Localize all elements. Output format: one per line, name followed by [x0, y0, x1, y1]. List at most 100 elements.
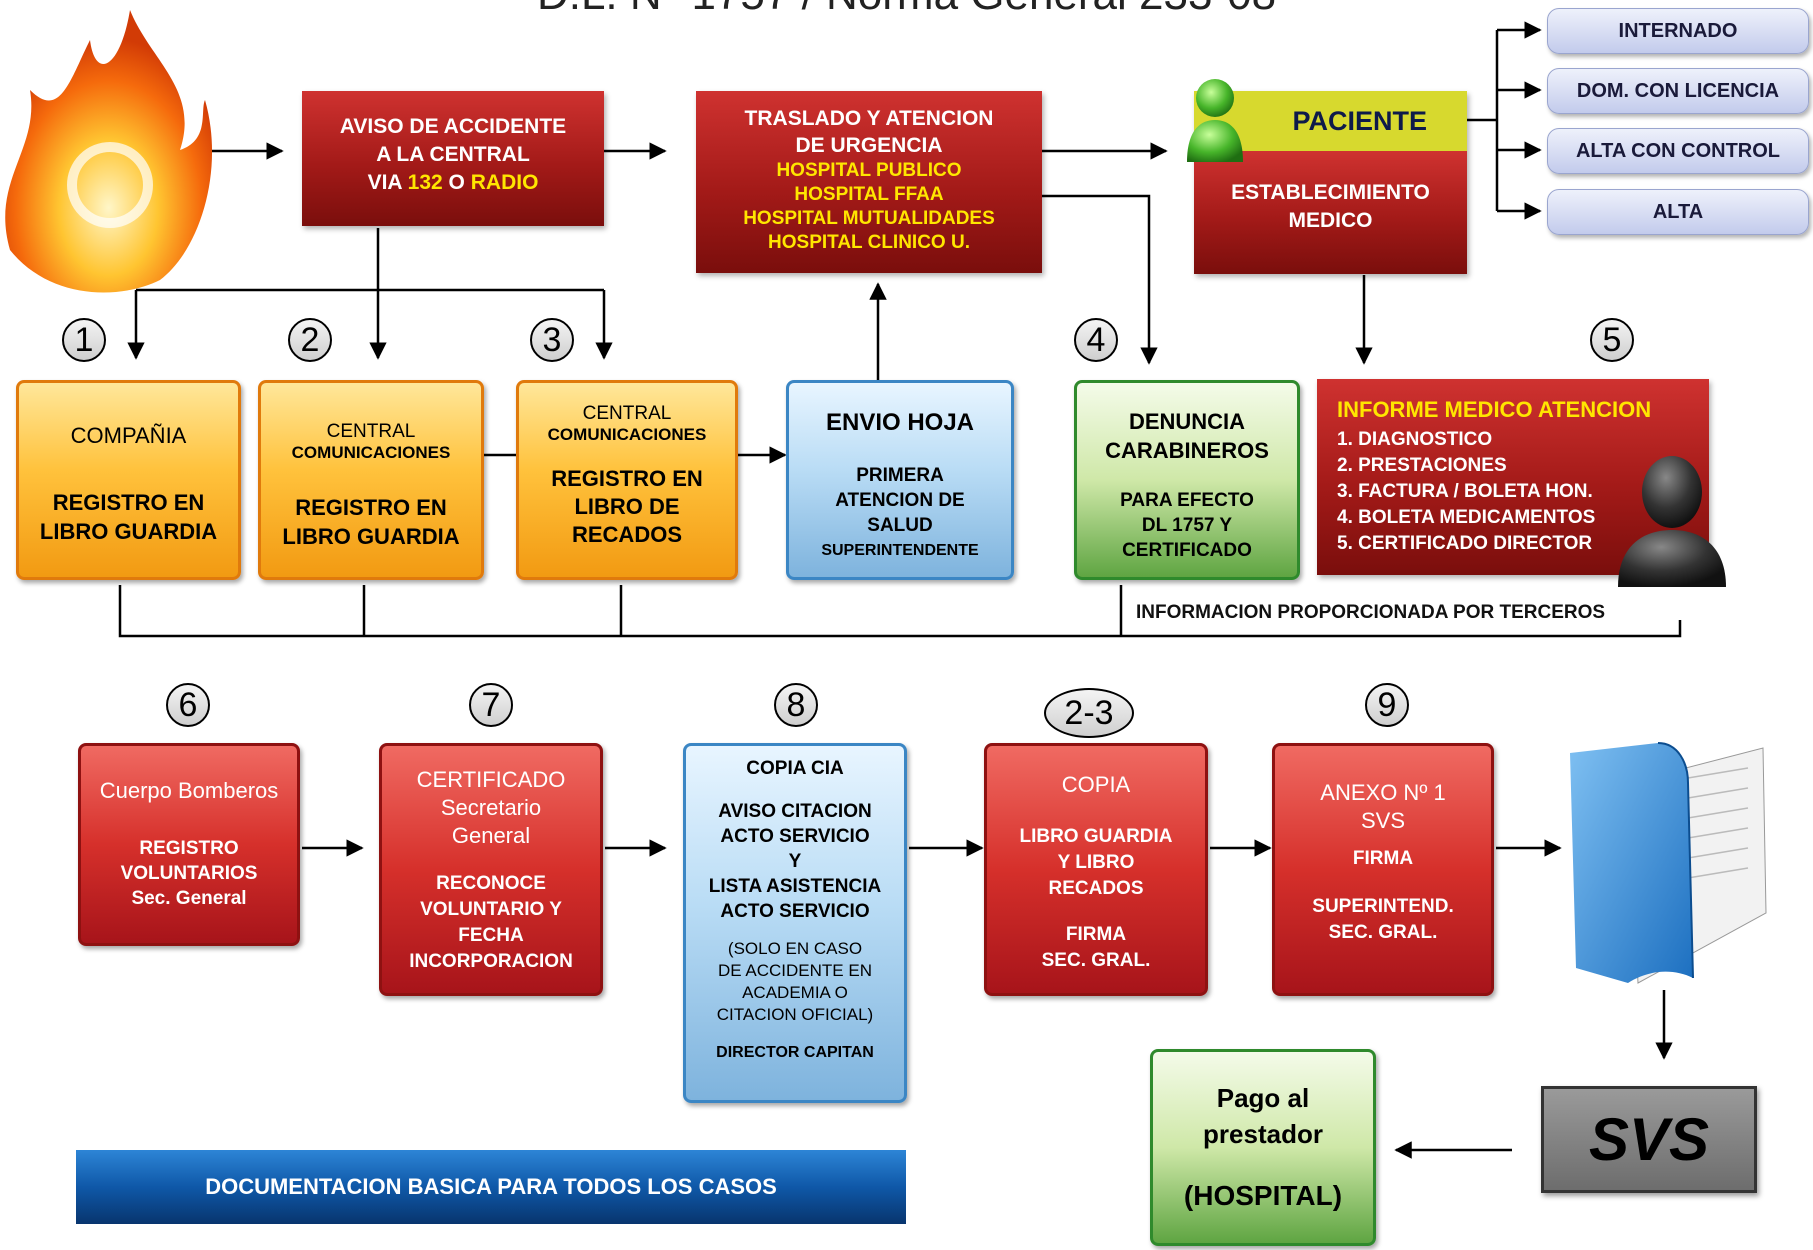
informe-item-4: 4. BOLETA MEDICAMENTOS: [1337, 507, 1596, 528]
book-icon: [1568, 738, 1778, 993]
page-title: D.L. N° 1757 / Norma General 233-08: [0, 0, 1813, 20]
central2-body-1: REGISTRO EN: [551, 466, 703, 491]
central-comunicaciones-2-box: CENTRAL COMUNICACIONES REGISTRO EN LIBRO…: [516, 380, 738, 580]
central1-body-1: REGISTRO EN: [295, 495, 447, 520]
documentacion-basica-banner: DOCUMENTACION BASICA PARA TODOS LOS CASO…: [76, 1150, 906, 1224]
hospital-ffaa: HOSPITAL FFAA: [794, 184, 944, 205]
denuncia-body-1: PARA EFECTO: [1120, 490, 1254, 511]
outcome-alta-control: ALTA CON CONTROL: [1547, 128, 1809, 174]
copiacia-note-2: DE ACCIDENTE EN: [718, 961, 872, 980]
copiacia-director: DIRECTOR CAPITAN: [716, 1044, 874, 1061]
certificado-head-2: Secretario: [440, 795, 542, 820]
traslado-line-2: DE URGENCIA: [795, 134, 943, 157]
step-number-7: 7: [469, 683, 513, 727]
copia-body-1: LIBRO GUARDIA: [1019, 826, 1173, 847]
denuncia-carabineros-box: DENUNCIA CARABINEROS PARA EFECTO DL 1757…: [1074, 380, 1300, 580]
anexo-head-1: ANEXO Nº 1: [1320, 780, 1446, 805]
doctor-silhouette-icon: [1614, 452, 1730, 587]
step-number-8: 8: [774, 683, 818, 727]
copia-sec-gral: SEC. GRAL.: [1041, 950, 1151, 971]
central1-body-2: LIBRO GUARDIA: [282, 524, 460, 549]
copia-body-3: RECADOS: [1048, 878, 1144, 899]
outcome-dom-licencia: DOM. CON LICENCIA: [1547, 68, 1809, 114]
aviso-via: VIA: [367, 171, 402, 194]
outcome-alta: ALTA: [1547, 189, 1809, 235]
aviso-accidente-box: AVISO DE ACCIDENTE A LA CENTRAL VIA 132 …: [302, 91, 604, 226]
informe-item-3: 3. FACTURA / BOLETA HON.: [1337, 481, 1593, 502]
certificado-box: CERTIFICADO Secretario General RECONOCE …: [379, 743, 603, 996]
envio-hoja-box: ENVIO HOJA PRIMERA ATENCION DE SALUD SUP…: [786, 380, 1014, 580]
copiacia-line-3: ACTO SERVICIO: [720, 826, 870, 847]
central2-body-3: RECADOS: [571, 522, 682, 547]
informe-item-5: 5. CERTIFICADO DIRECTOR: [1337, 533, 1593, 554]
certificado-head-3: General: [451, 823, 531, 848]
anexo-superintend: SUPERINTEND.: [1312, 896, 1454, 917]
pago-hospital: (HOSPITAL): [1183, 1180, 1343, 1211]
informe-head: INFORME MEDICO ATENCION: [1337, 397, 1652, 422]
copiacia-line-2: AVISO CITACION: [718, 801, 872, 822]
denuncia-body-2: DL 1757 Y: [1141, 515, 1233, 536]
anexo-svs-box: ANEXO Nº 1 SVS FIRMA SUPERINTEND. SEC. G…: [1272, 743, 1494, 996]
bomberos-head: Cuerpo Bomberos: [99, 778, 279, 803]
copia-firma: FIRMA: [1065, 924, 1127, 945]
copia-body-2: Y LIBRO: [1057, 852, 1135, 873]
copia-libro-box: COPIA LIBRO GUARDIA Y LIBRO RECADOS FIRM…: [984, 743, 1208, 996]
step-number-2-3: 2-3: [1044, 688, 1134, 738]
traslado-box: TRASLADO Y ATENCION DE URGENCIA HOSPITAL…: [696, 91, 1042, 273]
bomberos-body-2: VOLUNTARIOS: [120, 863, 258, 884]
establecimiento-line-1: ESTABLECIMIENTO: [1231, 181, 1430, 204]
fire-icon: [0, 0, 215, 300]
envio-head: ENVIO HOJA: [825, 409, 975, 436]
certificado-body-2: VOLUNTARIO Y: [420, 899, 562, 920]
compania-body-1: REGISTRO EN: [52, 490, 205, 515]
anexo-firma: FIRMA: [1352, 848, 1414, 869]
denuncia-head-2: CARABINEROS: [1105, 438, 1269, 463]
pago-prestador-box: Pago al prestador (HOSPITAL): [1150, 1049, 1376, 1246]
certificado-body-4: INCORPORACION: [409, 951, 573, 972]
copiacia-note-3: ACADEMIA O: [742, 983, 848, 1002]
envio-body-4: SUPERINTENDENTE: [821, 542, 979, 559]
step-number-2: 2: [288, 318, 332, 362]
denuncia-body-3: CERTIFICADO: [1122, 540, 1252, 561]
aviso-132: 132: [407, 171, 443, 194]
step-number-3: 3: [530, 318, 574, 362]
svs-box: SVS: [1541, 1086, 1757, 1193]
copia-cia-box: COPIA CIA AVISO CITACION ACTO SERVICIO Y…: [683, 743, 907, 1103]
bomberos-body-3: Sec. General: [131, 888, 247, 909]
central-comunicaciones-1-box: CENTRAL COMUNICACIONES REGISTRO EN LIBRO…: [258, 380, 484, 580]
cuerpo-bomberos-box: Cuerpo Bomberos REGISTRO VOLUNTARIOS Sec…: [78, 743, 300, 946]
hospital-mutualidades: HOSPITAL MUTUALIDADES: [743, 208, 995, 229]
compania-box: COMPAÑIA REGISTRO EN LIBRO GUARDIA: [16, 380, 241, 580]
copiacia-line-6: ACTO SERVICIO: [720, 901, 870, 922]
central1-head-2: COMUNICACIONES: [291, 443, 451, 462]
aviso-line-2: A LA CENTRAL: [376, 143, 530, 166]
certificado-body-3: FECHA: [458, 925, 524, 946]
denuncia-head-1: DENUNCIA: [1128, 409, 1246, 434]
informe-item-2: 2. PRESTACIONES: [1337, 455, 1507, 476]
certificado-body-1: RECONOCE: [436, 873, 546, 894]
copiacia-note-4: CITACION OFICIAL): [716, 1005, 874, 1024]
compania-head: COMPAÑIA: [70, 422, 187, 448]
patient-user-icon: [1185, 74, 1245, 166]
step-number-6: 6: [166, 683, 210, 727]
copiacia-line-1: COPIA CIA: [746, 758, 844, 779]
traslado-line-1: TRASLADO Y ATENCION: [744, 107, 994, 130]
compania-body-2: LIBRO GUARDIA: [39, 519, 218, 544]
step-number-1: 1: [62, 318, 106, 362]
informe-item-1: 1. DIAGNOSTICO: [1337, 429, 1493, 450]
envio-body-2: ATENCION DE: [835, 490, 965, 511]
pago-line-1: Pago al: [1216, 1083, 1310, 1113]
central1-head-1: CENTRAL: [326, 421, 416, 442]
aviso-o: O: [448, 171, 465, 194]
hospital-clinico: HOSPITAL CLINICO U.: [768, 232, 970, 253]
hospital-publico: HOSPITAL PUBLICO: [776, 160, 962, 181]
certificado-head-1: CERTIFICADO: [416, 767, 566, 792]
informacion-terceros-label: INFORMACION PROPORCIONADA POR TERCEROS: [1136, 602, 1606, 623]
aviso-line-1: AVISO DE ACCIDENTE: [339, 115, 567, 138]
copia-head: COPIA: [1061, 772, 1131, 797]
envio-body-3: SALUD: [867, 515, 933, 536]
copiacia-note-1: (SOLO EN CASO: [727, 939, 863, 958]
bomberos-body-1: REGISTRO: [139, 838, 239, 859]
step-number-9: 9: [1365, 683, 1409, 727]
